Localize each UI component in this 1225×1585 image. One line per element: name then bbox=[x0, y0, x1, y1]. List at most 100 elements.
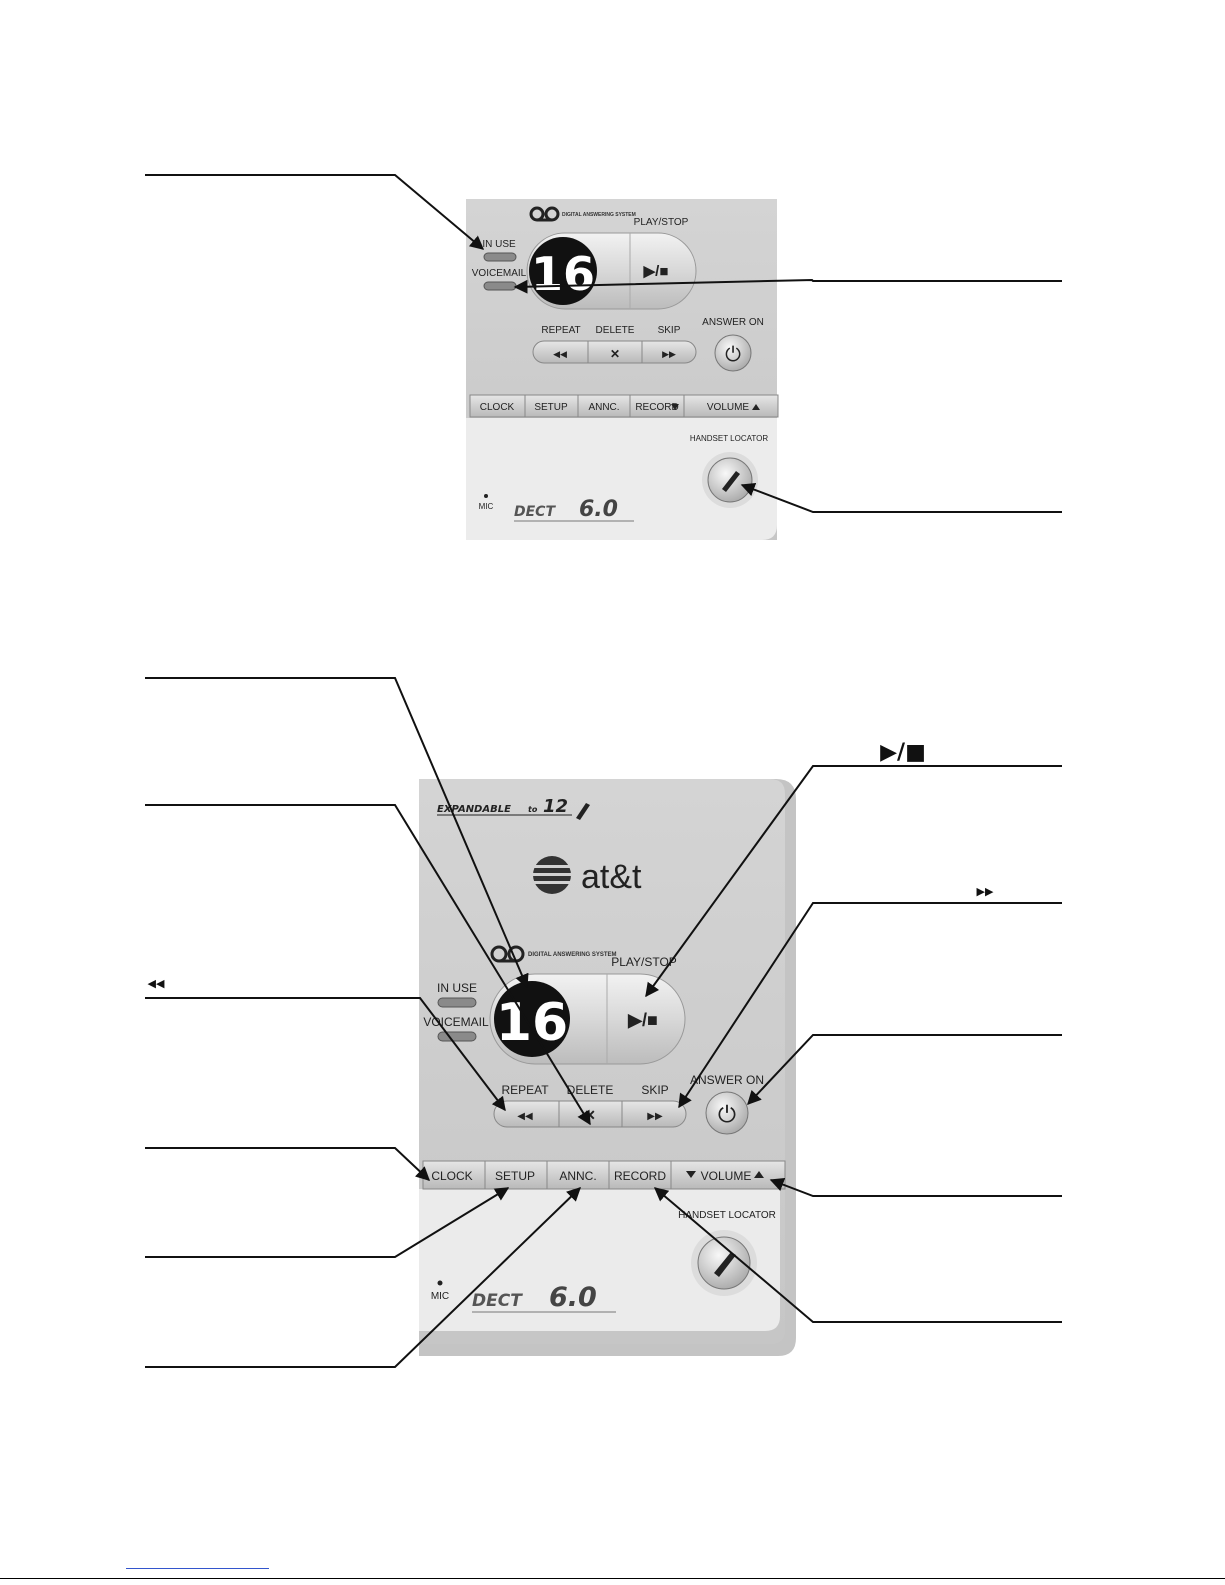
repeat-label: REPEAT bbox=[501, 1083, 549, 1097]
volume-control[interactable]: VOLUME bbox=[671, 402, 760, 413]
clock-button[interactable]: CLOCK bbox=[480, 402, 515, 413]
play-stop-button[interactable]: ▶/■ bbox=[627, 1010, 658, 1030]
repeat-button[interactable]: ◀◀ bbox=[553, 349, 567, 359]
handset-locator-label: HANDSET LOCATOR bbox=[678, 1210, 776, 1221]
callout-clock bbox=[145, 1147, 431, 1181]
repeat-symbol: ◀◀ bbox=[148, 977, 165, 990]
callout-handset-locator bbox=[740, 482, 1062, 513]
answer-on-button[interactable] bbox=[714, 334, 752, 372]
expandable-number: 12 bbox=[543, 796, 568, 817]
setup-button[interactable]: SETUP bbox=[534, 402, 568, 413]
callout-delete bbox=[145, 804, 591, 1126]
play-stop-label: PLAY/STOP bbox=[634, 217, 689, 228]
voicemail-indicator bbox=[483, 281, 517, 291]
att-globe-icon bbox=[533, 856, 571, 894]
top-device-panel: DIGITAL ANSWERING SYSTEM IN USE VOICEMAI… bbox=[466, 199, 779, 540]
dect-number: 6.0 bbox=[549, 1282, 597, 1313]
skip-label: SKIP bbox=[658, 325, 681, 336]
dect-word: DECT bbox=[472, 1291, 523, 1311]
power-icon: ⏻ bbox=[725, 342, 741, 366]
function-button-row bbox=[422, 1160, 786, 1190]
delete-label: DELETE bbox=[596, 325, 635, 336]
top-callouts bbox=[145, 174, 1062, 513]
message-count: 16 bbox=[531, 247, 595, 301]
annc-button[interactable]: ANNC. bbox=[588, 402, 619, 413]
clock-button[interactable]: CLOCK bbox=[431, 1169, 472, 1183]
callout-volume bbox=[769, 1177, 1062, 1197]
function-button-row bbox=[469, 394, 779, 418]
handset-icon bbox=[714, 1252, 736, 1277]
das-logo: DIGITAL ANSWERING SYSTEM bbox=[529, 206, 636, 222]
skip-label: SKIP bbox=[641, 1083, 668, 1097]
callout-play-stop bbox=[645, 765, 1062, 998]
callout-message-counter bbox=[145, 677, 529, 989]
skip-button[interactable]: ▶▶ bbox=[662, 349, 676, 359]
bottom-callouts bbox=[145, 677, 1062, 1368]
repeat-label: REPEAT bbox=[541, 325, 580, 336]
das-logo-text: DIGITAL ANSWERING SYSTEM bbox=[528, 952, 617, 958]
dect-word: DECT bbox=[514, 504, 556, 520]
message-counter-display bbox=[494, 981, 570, 1057]
skip-button[interactable]: ▶▶ bbox=[647, 1111, 663, 1122]
skip-symbol: ▶▶ bbox=[977, 885, 994, 898]
volume-down-icon[interactable] bbox=[686, 1171, 696, 1178]
callout-repeat bbox=[145, 997, 506, 1112]
handset-locator-label: HANDSET LOCATOR bbox=[690, 434, 768, 443]
footer-rule bbox=[0, 1578, 1225, 1579]
volume-label: VOLUME bbox=[701, 1169, 752, 1183]
in-use-label: IN USE bbox=[482, 239, 516, 250]
answer-on-label: ANSWER ON bbox=[690, 1073, 764, 1087]
bottom-device-panel: EXPANDABLE to 12 at&t DIGITAL ANSWERING … bbox=[419, 779, 796, 1356]
setup-button[interactable]: SETUP bbox=[495, 1169, 535, 1183]
callout-annc bbox=[145, 1187, 582, 1368]
play-stop-button[interactable]: ▶/■ bbox=[643, 263, 669, 280]
in-use-indicator bbox=[483, 252, 517, 262]
expandable-to: to bbox=[528, 805, 538, 814]
dect-number: 6.0 bbox=[579, 497, 618, 522]
callout-record bbox=[653, 1187, 1062, 1323]
voicemail-label: VOICEMAIL bbox=[472, 268, 527, 279]
expandable-word: EXPANDABLE bbox=[437, 804, 511, 815]
panel-lower-face bbox=[419, 1189, 780, 1331]
annc-button[interactable]: ANNC. bbox=[559, 1169, 596, 1183]
mic-label: MIC bbox=[431, 1291, 449, 1302]
volume-up-icon[interactable] bbox=[754, 1171, 764, 1178]
footer-link-underline[interactable] bbox=[126, 1568, 269, 1569]
play-stop-label: PLAY/STOP bbox=[611, 955, 677, 969]
repeat-button[interactable]: ◀◀ bbox=[517, 1111, 533, 1122]
repeat-delete-skip-bar bbox=[532, 340, 697, 364]
record-button[interactable]: RECORD bbox=[635, 402, 678, 413]
mic-label: MIC bbox=[479, 502, 494, 511]
delete-button[interactable]: ✕ bbox=[584, 1107, 596, 1123]
mic-hole bbox=[484, 494, 488, 498]
mic-hole bbox=[437, 1280, 443, 1286]
volume-label: VOLUME bbox=[707, 402, 750, 413]
answer-on-button[interactable] bbox=[705, 1091, 749, 1135]
delete-label: DELETE bbox=[567, 1083, 614, 1097]
voicemail-label: VOICEMAIL bbox=[423, 1015, 489, 1029]
volume-down-icon[interactable] bbox=[671, 404, 679, 410]
answer-on-label: ANSWER ON bbox=[702, 317, 764, 328]
volume-up-icon[interactable] bbox=[752, 404, 760, 410]
callout-setup bbox=[145, 1187, 510, 1258]
in-use-label: IN USE bbox=[437, 981, 477, 995]
delete-button[interactable]: ✕ bbox=[610, 347, 620, 361]
callout-answer-on bbox=[747, 1034, 1062, 1106]
power-icon: ⏻ bbox=[718, 1102, 736, 1128]
handset-icon bbox=[722, 471, 740, 492]
callout-skip bbox=[678, 902, 1062, 1109]
voicemail-indicator bbox=[437, 1031, 477, 1042]
panel-lower-face bbox=[466, 418, 777, 540]
in-use-indicator bbox=[437, 997, 477, 1008]
message-count: 16 bbox=[496, 993, 568, 1053]
expandable-handset-icon bbox=[576, 803, 590, 820]
record-button[interactable]: RECORD bbox=[614, 1169, 666, 1183]
message-counter-display bbox=[529, 237, 597, 305]
att-brand: at&t bbox=[581, 858, 642, 896]
callout-in-use bbox=[145, 174, 485, 250]
callout-voicemail bbox=[513, 278, 1062, 294]
das-logo-text: DIGITAL ANSWERING SYSTEM bbox=[562, 212, 636, 218]
play-stop-symbol: ▶/■ bbox=[880, 740, 926, 765]
volume-control[interactable]: VOLUME bbox=[686, 1169, 764, 1183]
